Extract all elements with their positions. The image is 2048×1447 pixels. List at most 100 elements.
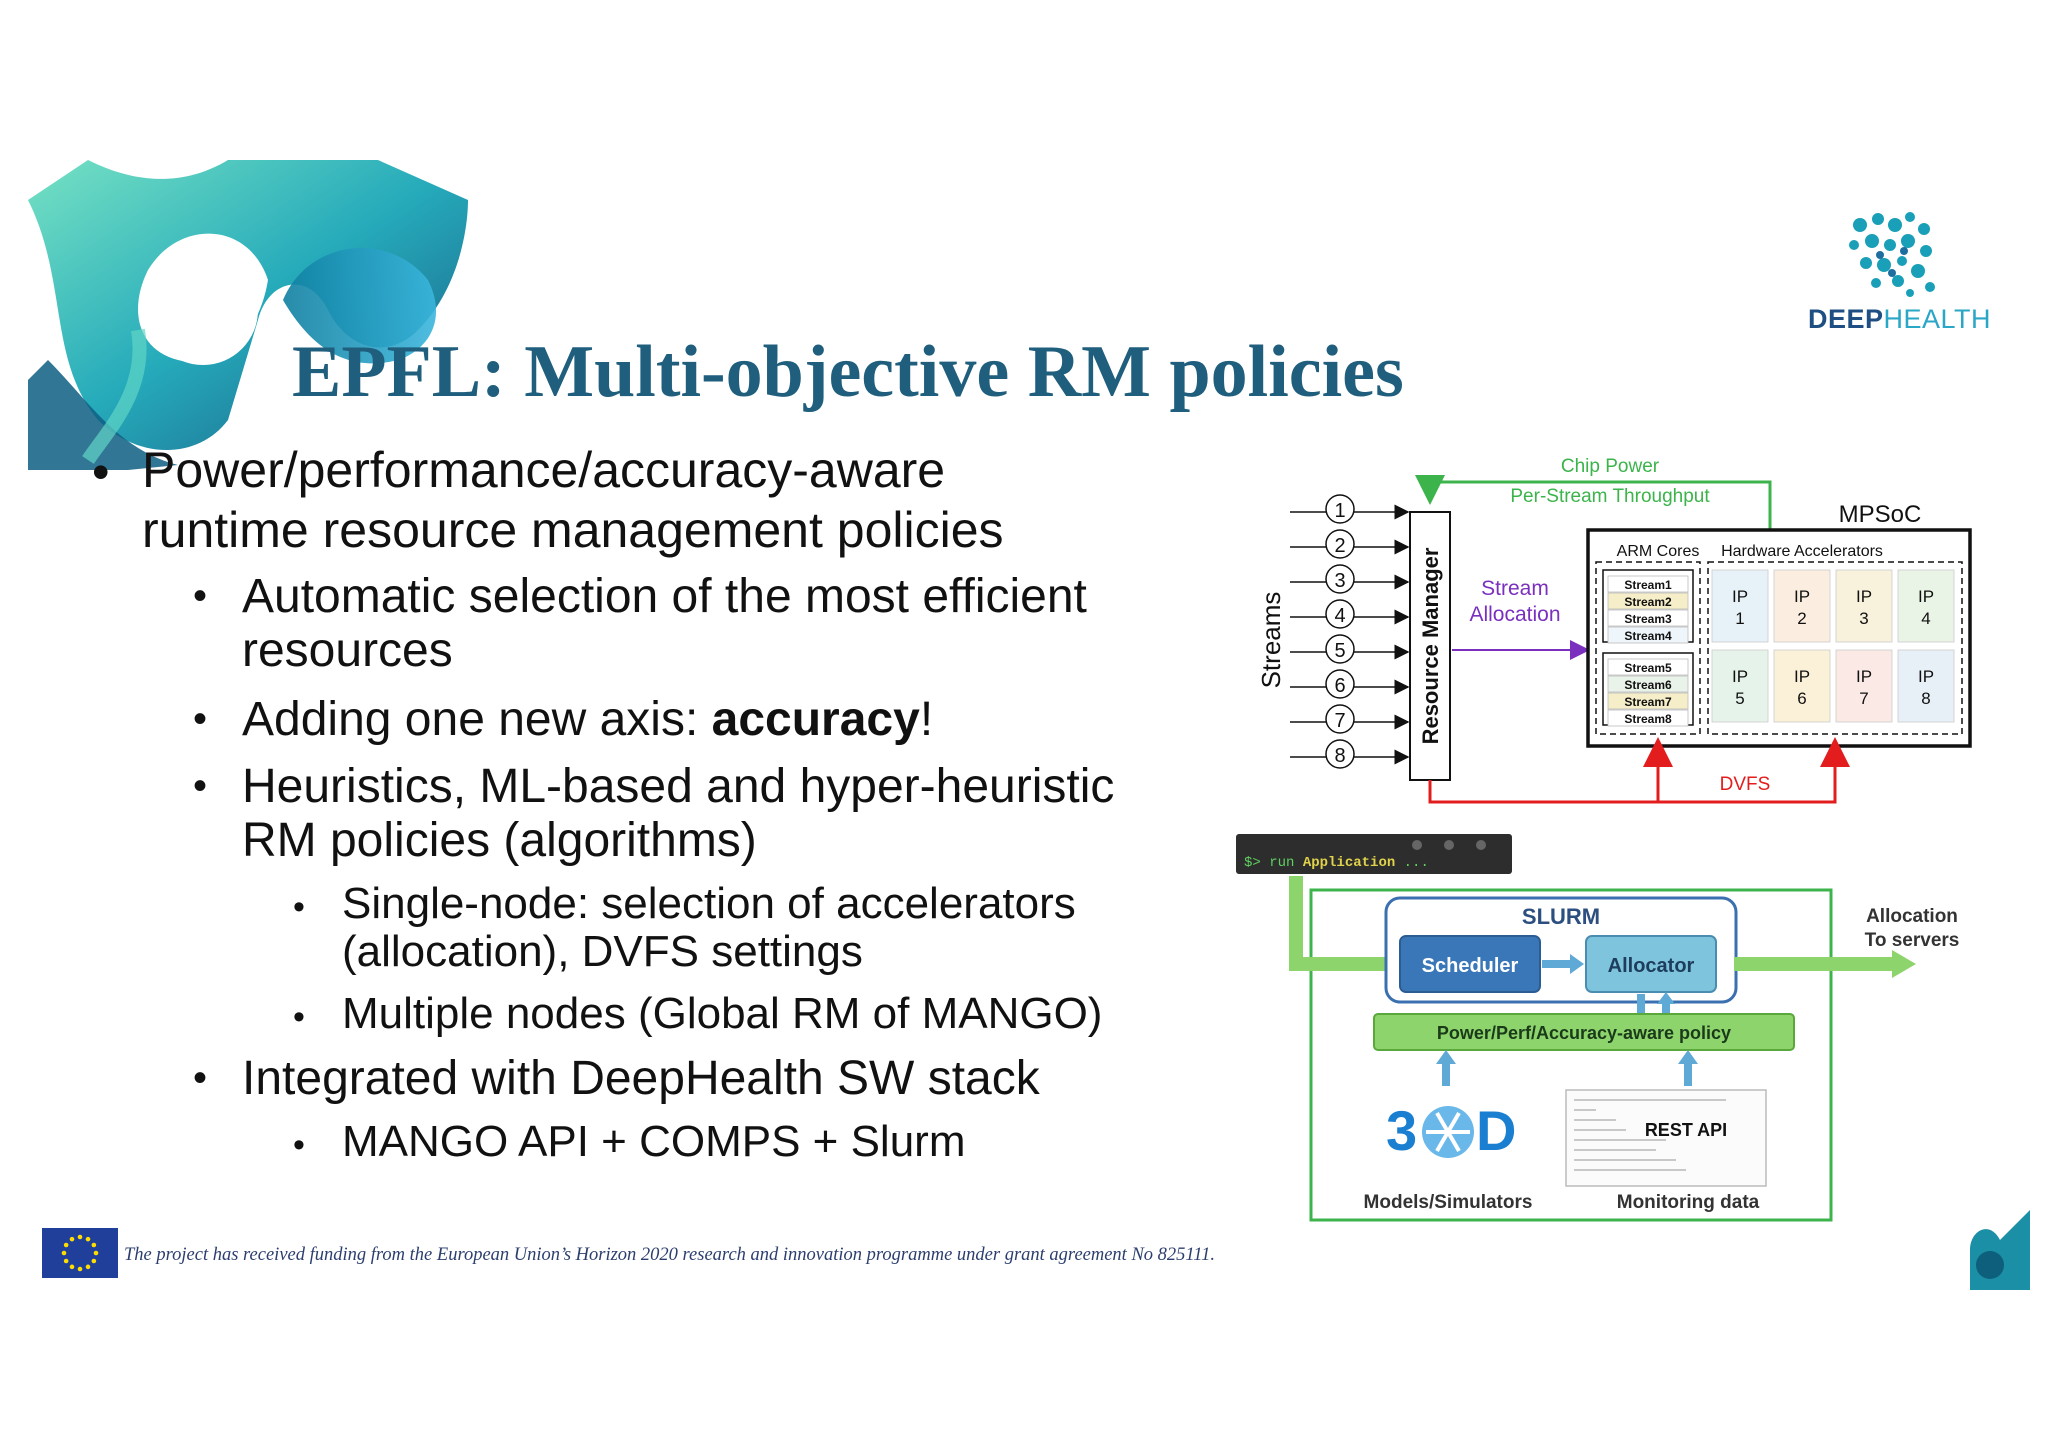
- ip-block: [1897, 569, 1955, 643]
- stream-slot-label: Stream4: [1624, 629, 1672, 643]
- deephealth-logo-icon: [1849, 212, 1935, 297]
- bullet-1b-pre: Adding one new axis:: [242, 693, 712, 746]
- eu-star: [85, 1236, 91, 1242]
- resource-manager-box: [1409, 511, 1451, 781]
- stream-circle: [1325, 669, 1355, 699]
- ip-block: [1835, 649, 1893, 723]
- chip-power-label: Chip Power: [1561, 456, 1660, 477]
- stream-slot: [1607, 575, 1689, 593]
- ip-block: [1773, 649, 1831, 723]
- policy-box[interactable]: [1373, 1013, 1795, 1051]
- bullet-dot: •: [193, 574, 208, 618]
- bullet-1d-i: MANGO API + COMPS + Slurm: [342, 1117, 966, 1166]
- slurm-label: SLURM: [1522, 904, 1600, 929]
- resource-manager-label: Resource Manager: [1418, 547, 1443, 744]
- stream-slot: [1607, 592, 1689, 610]
- bullet-dot: •: [293, 998, 305, 1036]
- stream-number: 1: [1334, 500, 1345, 522]
- stream-number: 4: [1334, 605, 1345, 627]
- policy-label: Power/Perf/Accuracy-aware policy: [1437, 1023, 1731, 1043]
- stream-circle: [1325, 494, 1355, 524]
- stream-slot-label: Stream8: [1624, 712, 1672, 726]
- allocation-label-line-1: Allocation: [1866, 906, 1958, 927]
- eu-star: [61, 1250, 67, 1256]
- terminal-ellipsis: ...: [1403, 855, 1429, 871]
- bullet-1b: Adding one new axis: accuracy!: [242, 693, 933, 747]
- ip-number: 2: [1797, 609, 1806, 628]
- bottom-right-logo: [1970, 1210, 2030, 1290]
- scheduler-box[interactable]: [1399, 935, 1541, 993]
- bullet-1c-line-1: Heuristics, ML-based and hyper-heuristic: [242, 760, 1115, 813]
- bullet-1d: Integrated with DeepHealth SW stack: [242, 1052, 1040, 1105]
- ip-label: IP: [1794, 587, 1810, 606]
- arm-cores-label: ARM Cores: [1617, 543, 1700, 560]
- monitoring-data-label: Monitoring data: [1617, 1192, 1760, 1213]
- window-dot: [1412, 840, 1422, 850]
- stream-slot: [1607, 609, 1689, 627]
- ip-block: [1835, 569, 1893, 643]
- terminal-app: Application: [1302, 855, 1396, 871]
- bullet-dot: •: [193, 697, 208, 741]
- stream-circle: [1325, 739, 1355, 769]
- allocation-label-line-2: To servers: [1865, 930, 1960, 951]
- terminal-bar: $> run Application ...: [1236, 834, 1512, 874]
- stream-slot: [1607, 709, 1689, 727]
- streams-label: Streams: [1256, 592, 1286, 689]
- ip-label: IP: [1918, 587, 1934, 606]
- funding-notice: The project has received funding from th…: [124, 1245, 1216, 1265]
- ip-number: 8: [1921, 689, 1930, 708]
- ip-number: 6: [1797, 689, 1806, 708]
- snowflake-icon: [1422, 1106, 1474, 1158]
- mpsoc-diagram: Chip Power Per-Stream Throughput MPSoC S…: [1256, 456, 1972, 804]
- eu-star: [77, 1266, 83, 1272]
- scheduler-label: Scheduler: [1422, 955, 1519, 977]
- eu-star: [63, 1258, 69, 1264]
- stream-number: 8: [1334, 745, 1345, 767]
- stream-number: 7: [1334, 710, 1345, 732]
- ip-label: IP: [1856, 667, 1872, 686]
- brand-deep: DEEP: [1808, 304, 1884, 334]
- top-left-logo: [28, 160, 468, 470]
- logo-3d-right: D: [1476, 1099, 1516, 1162]
- stream-slot-label: Stream6: [1624, 678, 1672, 692]
- ip-block: [1711, 649, 1769, 723]
- eu-star: [63, 1242, 69, 1248]
- ip-label: IP: [1732, 587, 1748, 606]
- stream-slot: [1607, 626, 1689, 644]
- bullet-1c-ii: Multiple nodes (Global RM of MANGO): [342, 989, 1103, 1038]
- rest-api-label: REST API: [1645, 1120, 1727, 1140]
- mpsoc-label: MPSoC: [1839, 501, 1922, 528]
- bullet-dot: •: [293, 1126, 305, 1164]
- stream-slot-label: Stream1: [1624, 578, 1672, 592]
- bullet-1c-line-2: RM policies (algorithms): [242, 814, 757, 867]
- bullet-dot: •: [92, 444, 110, 500]
- slide-title: EPFL: Multi-objective RM policies: [292, 331, 1404, 413]
- stream-number: 6: [1334, 675, 1345, 697]
- stream-circle: [1325, 529, 1355, 559]
- ip-block: [1773, 569, 1831, 643]
- bullet-dot: •: [193, 1056, 208, 1100]
- stream-slot-label: Stream2: [1624, 595, 1672, 609]
- dvfs-label: DVFS: [1720, 774, 1771, 795]
- bullet-1-line-1: Power/performance/accuracy-aware: [142, 442, 946, 498]
- deephealth-brand: DEEPHEALTH: [1808, 304, 1991, 335]
- stream-slot-label: Stream5: [1624, 661, 1672, 675]
- ip-number: 7: [1859, 689, 1868, 708]
- stream-number: 2: [1334, 535, 1345, 557]
- eu-star: [69, 1264, 75, 1270]
- bullet-1a-line-1: Automatic selection of the most efficien…: [242, 570, 1087, 623]
- window-dot: [1444, 840, 1454, 850]
- bullet-1a-line-2: resources: [242, 624, 453, 677]
- per-stream-throughput-label: Per-Stream Throughput: [1510, 486, 1710, 507]
- allocator-label: Allocator: [1608, 955, 1695, 977]
- eu-star: [77, 1234, 83, 1240]
- ip-label: IP: [1856, 587, 1872, 606]
- ip-label: IP: [1732, 667, 1748, 686]
- terminal-prompt: $> run: [1244, 855, 1295, 871]
- allocator-box[interactable]: [1585, 935, 1717, 993]
- slurm-diagram: SLURM Scheduler Allocator Allocation To …: [1289, 876, 1960, 1222]
- stream-circle: [1325, 564, 1355, 594]
- ip-block: [1711, 569, 1769, 643]
- bullet-1b-post: !: [919, 693, 934, 746]
- brand-health: HEALTH: [1883, 304, 1992, 334]
